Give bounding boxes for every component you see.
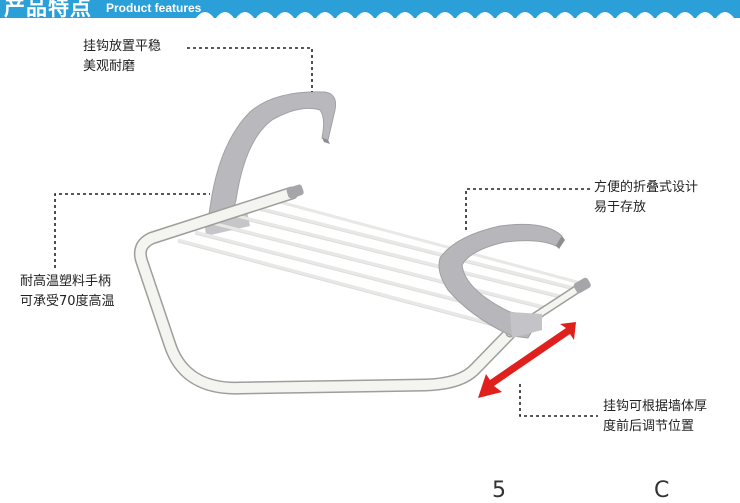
callout-adjust-line1: 挂钩可根据墙体厚 <box>603 399 708 414</box>
callout-hook-line1: 挂钩放置平稳 <box>83 39 162 54</box>
callout-fold-line1: 方便的折叠式设计 <box>594 180 699 195</box>
callout-fold-line2: 易于存放 <box>594 200 647 215</box>
drying-rods <box>177 196 589 330</box>
callout-handle-line1: 耐高温塑料手柄 <box>20 274 112 289</box>
callout-handle: 耐高温塑料手柄 可承受70度高温 <box>20 272 115 312</box>
callout-hook: 挂钩放置平稳 美观耐磨 <box>83 37 161 77</box>
wave-decoration-icon <box>196 12 734 18</box>
bottom-glyph-right: C <box>654 478 670 503</box>
bottom-glyph-left: 5 <box>492 478 506 503</box>
callout-adjust: 挂钩可根据墙体厚 度前后调节位置 <box>603 397 707 437</box>
callout-hook-line2: 美观耐磨 <box>83 59 136 74</box>
callout-handle-line2: 可承受70度高温 <box>20 294 115 309</box>
callout-adjust-line2: 度前后调节位置 <box>603 419 695 434</box>
callout-fold: 方便的折叠式设计 易于存放 <box>594 178 698 218</box>
right-hook <box>438 223 565 339</box>
callout-leader-lines <box>54 47 598 417</box>
section-subtitle: Product features <box>106 1 202 15</box>
section-header-bar: 产品特点 Product features <box>0 0 740 18</box>
adjustment-arrow-icon <box>478 322 576 398</box>
section-title: 产品特点 <box>4 0 92 18</box>
